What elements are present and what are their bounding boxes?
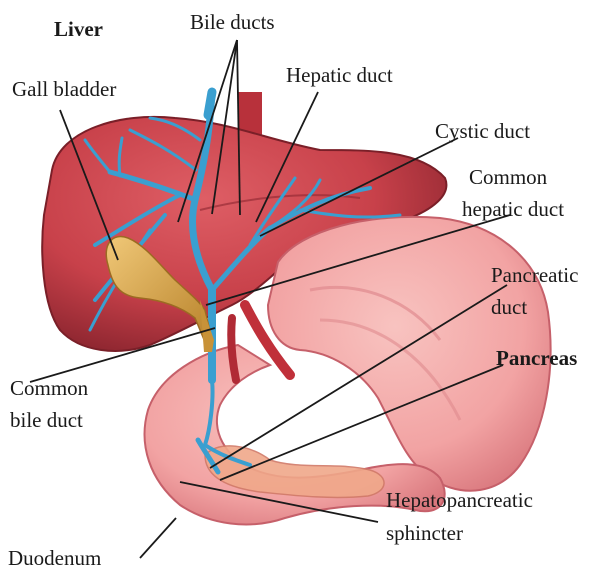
label-pancreatic-duct-2: duct [491,294,527,320]
label-pancreas: Pancreas [496,345,577,371]
label-common-hepatic-duct-1: Common [469,164,547,190]
label-hepatopancreatic-1: Hepatopancreatic [386,487,533,513]
label-hepatopancreatic-2: sphincter [386,520,463,546]
label-liver: Liver [54,16,103,42]
label-hepatic-duct: Hepatic duct [286,62,393,88]
label-gall-bladder: Gall bladder [12,76,116,102]
label-common-bile-duct-1: Common [10,375,88,401]
label-duodenum: Duodenum [8,545,101,571]
label-pancreatic-duct-1: Pancreatic [491,262,578,288]
label-cystic-duct: Cystic duct [435,118,530,144]
label-common-hepatic-duct-2: hepatic duct [462,196,564,222]
artery [231,318,236,380]
label-common-bile-duct-2: bile duct [10,407,83,433]
label-bile-ducts: Bile ducts [190,9,275,35]
